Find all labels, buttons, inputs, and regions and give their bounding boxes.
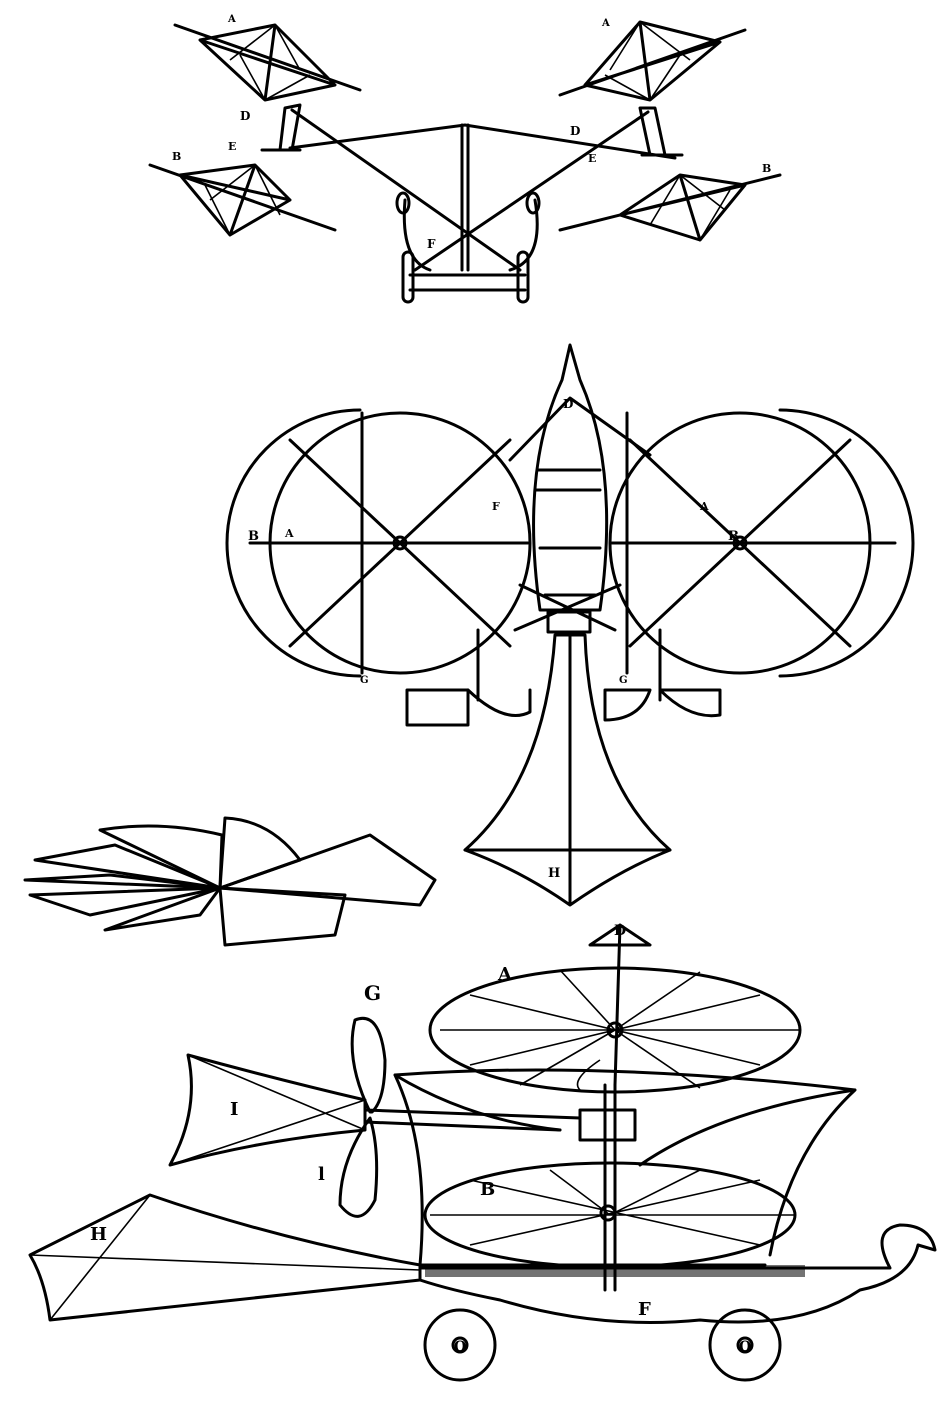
rotor-bottom-left <box>148 163 337 237</box>
frame <box>260 103 684 304</box>
label-e-right: E <box>588 152 596 165</box>
rotor-bottom-right <box>558 173 782 242</box>
label-a: A <box>497 964 513 985</box>
label-o-right: O <box>739 1339 751 1355</box>
label-g-left: G <box>360 675 369 686</box>
label-o-left: O <box>454 1339 466 1355</box>
label-f: F <box>638 1299 651 1320</box>
tail-h <box>28 1193 422 1322</box>
label-d: D <box>614 923 626 939</box>
label-b-right: B <box>762 162 771 175</box>
label-a-right: A <box>601 18 610 29</box>
label-b-right: B <box>728 529 739 544</box>
rotor-top-left <box>173 23 362 102</box>
label-e-left: E <box>228 140 236 153</box>
rotor-top-right <box>558 20 747 102</box>
tail-and-paddles <box>405 628 722 907</box>
label-l: l <box>318 1164 325 1185</box>
label-b-left: B <box>172 150 181 163</box>
disc-left <box>225 408 532 678</box>
label-f: F <box>427 237 436 251</box>
figure-3-propeller <box>23 816 437 947</box>
label-a-right: A <box>699 500 709 513</box>
figure-1-four-rotor-machine: A A D D E E B B F <box>148 14 782 304</box>
rotor-a <box>428 923 802 1094</box>
label-i: I <box>230 1099 238 1120</box>
disc-right <box>608 408 915 678</box>
label-b-left: B <box>248 529 259 544</box>
label-f: F <box>492 500 500 513</box>
rudder-i <box>168 1053 367 1167</box>
label-a-left: A <box>227 14 236 25</box>
hull <box>418 1223 937 1382</box>
label-d: D <box>563 397 573 411</box>
label-d-left: D <box>240 109 250 123</box>
label-g-right: G <box>619 675 628 686</box>
figure-2-twin-disc-machine: D B A F A B G G H <box>225 343 915 907</box>
label-h: H <box>548 866 560 881</box>
label-h: H <box>90 1224 107 1245</box>
label-g: G <box>364 981 381 1005</box>
label-d-right: D <box>570 124 580 138</box>
label-b: B <box>480 1179 495 1200</box>
figure-4-side-view-machine: D A G I l B H F O O <box>28 923 937 1382</box>
frame-and-mast <box>363 1068 857 1292</box>
body-spindle <box>508 343 652 634</box>
label-a-left: A <box>284 527 294 540</box>
propeller-g <box>338 1017 387 1218</box>
